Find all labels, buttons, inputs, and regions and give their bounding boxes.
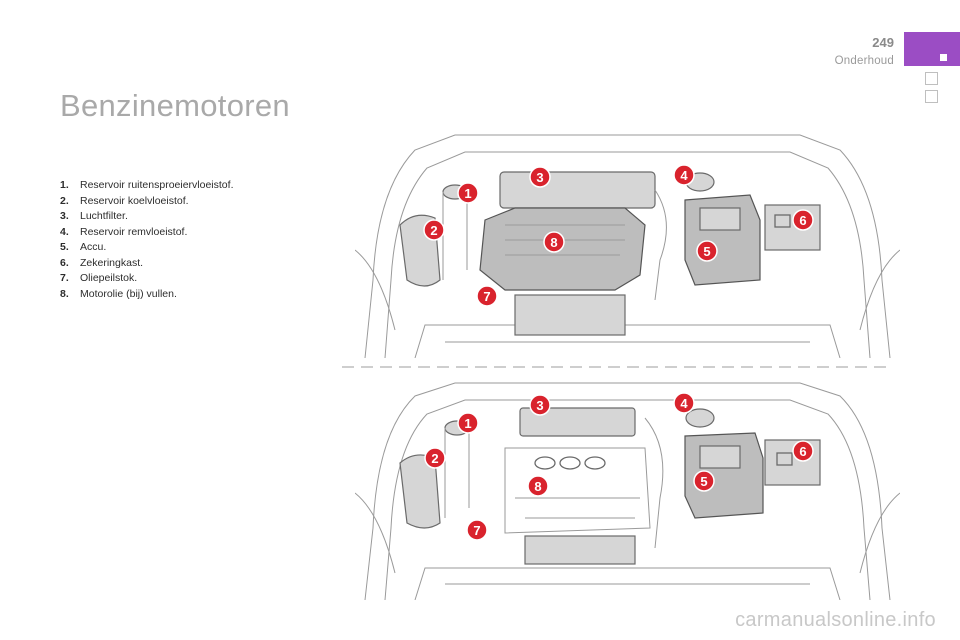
svg-text:3: 3 <box>536 170 543 185</box>
svg-text:1: 1 <box>464 186 471 201</box>
svg-text:8: 8 <box>534 479 541 494</box>
legend-item-8: 8.Motorolie (bij) vullen. <box>60 287 177 300</box>
legend-item-7: 7.Oliepeilstok. <box>60 272 138 284</box>
diagram-separator <box>342 366 887 368</box>
callout-6-top: 6 <box>792 209 814 231</box>
callout-2-bottom: 2 <box>424 447 446 469</box>
callout-2-top: 2 <box>423 219 445 241</box>
page-title: Benzinemotoren <box>60 88 290 123</box>
brake-fluid-reservoir-bottom <box>644 408 715 549</box>
watermark: carmanualsonline.info <box>735 609 936 631</box>
engine-bay-outline-bottom <box>355 382 900 600</box>
engine-block-bottom <box>504 407 651 565</box>
callout-8-bottom: 8 <box>527 475 549 497</box>
legend-item-2: 2.Reservoir koelvloeistof. <box>60 194 189 207</box>
callout-5-top: 5 <box>696 240 718 262</box>
svg-text:6: 6 <box>799 213 806 228</box>
svg-text:7: 7 <box>483 289 490 304</box>
legend-item-4: 4.Reservoir remvloeistof. <box>60 225 188 238</box>
battery-top <box>684 194 761 286</box>
svg-text:3: 3 <box>536 398 543 413</box>
fuse-box-top <box>764 204 821 251</box>
callout-6-bottom: 6 <box>792 440 814 462</box>
legend-list: 1.Reservoir ruitensproeiervloeistof. 2.R… <box>60 178 233 302</box>
svg-text:5: 5 <box>703 244 710 259</box>
svg-text:7: 7 <box>473 523 480 538</box>
battery-bottom <box>684 432 764 519</box>
callout-4-bottom: 4 <box>673 392 695 414</box>
engine-bay-outline-top <box>355 134 900 358</box>
svg-text:8: 8 <box>550 235 557 250</box>
svg-text:1: 1 <box>464 416 471 431</box>
engine-diagram-bottom: 1 2 3 4 5 6 7 8 <box>355 382 900 600</box>
legend-item-1: 1.Reservoir ruitensproeiervloeistof. <box>60 179 234 191</box>
callout-1-bottom: 1 <box>457 412 479 434</box>
svg-text:6: 6 <box>799 444 806 459</box>
svg-text:4: 4 <box>680 168 688 183</box>
callout-5-bottom: 5 <box>693 470 715 492</box>
page-number: 249 <box>872 35 894 50</box>
washer-reservoir-bottom <box>399 420 470 529</box>
legend-item-5: 5.Accu. <box>60 241 107 253</box>
engine-diagram-top: 1 2 3 4 5 6 7 8 <box>355 134 900 358</box>
section-name: Onderhoud <box>834 55 894 67</box>
legend-item-6: 6.Zekeringkast. <box>60 256 144 269</box>
chapter-tab-marker <box>940 54 947 61</box>
chapter-tab[interactable] <box>904 32 960 66</box>
legend-item-3: 3.Luchtfilter. <box>60 210 128 222</box>
nav-box-2[interactable] <box>925 90 938 103</box>
svg-text:5: 5 <box>700 474 707 489</box>
callout-4-top: 4 <box>673 164 695 186</box>
svg-text:2: 2 <box>431 451 438 466</box>
callout-8-top: 8 <box>543 231 565 253</box>
callout-3-top: 3 <box>529 166 551 188</box>
callout-3-bottom: 3 <box>529 394 551 416</box>
nav-box-1[interactable] <box>925 72 938 85</box>
svg-text:2: 2 <box>430 223 437 238</box>
callout-1-top: 1 <box>457 182 479 204</box>
callout-7-bottom: 7 <box>466 519 488 541</box>
svg-text:4: 4 <box>680 396 688 411</box>
callout-7-top: 7 <box>476 285 498 307</box>
engine-block-top <box>479 171 656 336</box>
